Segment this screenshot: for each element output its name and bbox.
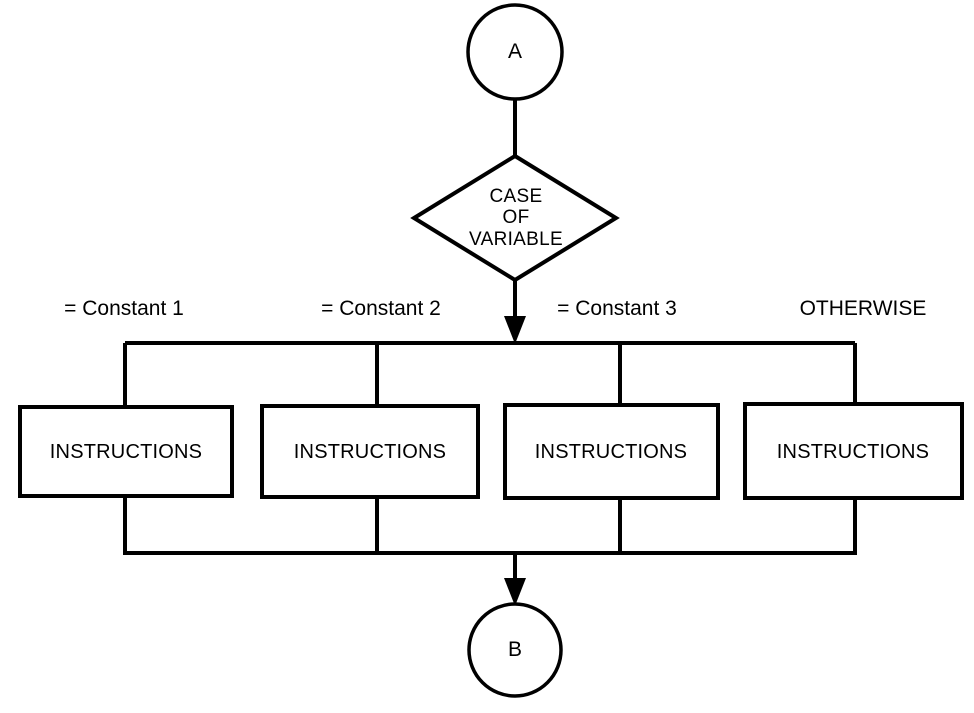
decision-text-line-2: OF: [502, 207, 530, 229]
connector-a-label: A: [507, 40, 523, 64]
branch-label-1: = Constant 1: [64, 297, 184, 321]
connector-b-circle: [467, 602, 563, 698]
process-box-3: [503, 403, 720, 500]
branch-label-3: = Constant 3: [557, 297, 677, 321]
process-box-2: [260, 404, 480, 499]
branch-label-4: OTHERWISE: [799, 297, 927, 321]
decision-text-line-3: VARIABLE: [469, 228, 563, 250]
process-box-1: [18, 405, 234, 498]
arrowhead-down-to-bus: [504, 316, 526, 344]
process-box-2-label: INSTRUCTIONS: [293, 440, 447, 463]
decision-text-block: CASE OF VARIABLE: [469, 186, 563, 250]
arrowhead-down-to-b: [504, 578, 526, 606]
decision-text-line-1: CASE: [489, 186, 543, 208]
process-box-4: [743, 402, 964, 500]
process-box-4-label: INSTRUCTIONS: [776, 440, 930, 463]
connector-b-label: B: [507, 638, 523, 662]
process-box-1-label: INSTRUCTIONS: [49, 440, 203, 463]
process-box-3-label: INSTRUCTIONS: [534, 440, 688, 463]
branch-label-2: = Constant 2: [321, 297, 441, 321]
